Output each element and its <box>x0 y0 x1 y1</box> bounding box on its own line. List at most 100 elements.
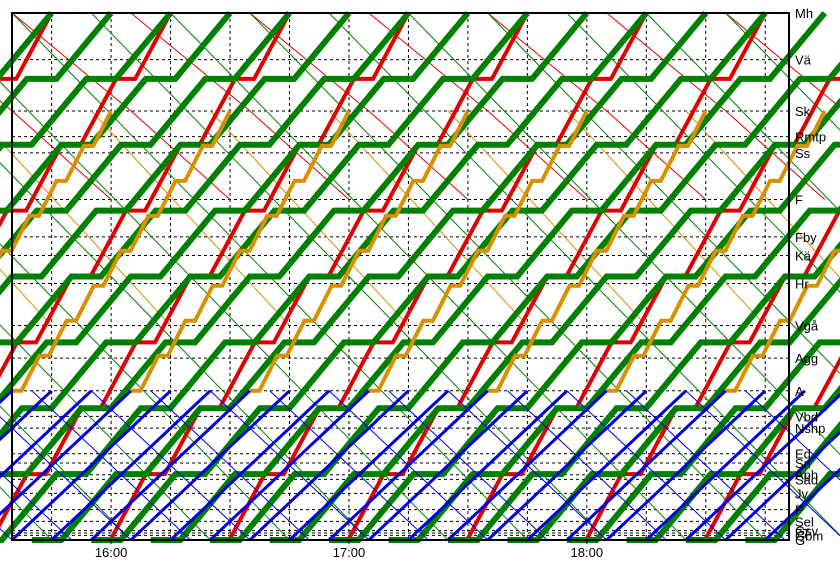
train-path-green-thin <box>725 12 840 131</box>
train-path-blue <box>169 389 331 542</box>
train-path-blue <box>645 389 806 542</box>
train-path-orange <box>368 109 589 393</box>
train-path-red <box>685 355 840 542</box>
station-label: Rmtp <box>795 130 826 145</box>
grid-layer <box>12 12 789 541</box>
train-path-green <box>91 11 768 543</box>
train-path-red-thin <box>606 110 707 200</box>
frame-layer <box>11 12 790 541</box>
train-path-green <box>0 11 292 260</box>
train-path-blue-thin <box>31 390 191 541</box>
station-label: Gbm <box>795 528 823 543</box>
train-path-blue <box>50 389 212 542</box>
train-path-blue-thin <box>0 416 132 541</box>
station-label: Vbd <box>795 409 818 424</box>
train-path-blue <box>486 389 648 542</box>
train-path-green <box>507 277 840 543</box>
train-path-green <box>0 11 173 153</box>
station-label: G <box>795 533 805 548</box>
train-path-red <box>0 12 173 228</box>
train-path-blue <box>724 430 840 542</box>
train-path-green <box>388 205 840 543</box>
station-label: F <box>795 193 803 208</box>
train-path-blue <box>367 389 529 542</box>
train-path-red-thin <box>249 110 350 200</box>
train-path-green-thin <box>566 12 840 293</box>
train-path-red-thin <box>368 110 469 200</box>
train-path-blue-thin <box>269 390 429 541</box>
train-path-blue-thin <box>745 390 840 481</box>
station-label: Kä <box>795 249 812 264</box>
train-path-blue <box>407 389 569 542</box>
train-path-green <box>31 11 709 543</box>
train-path-blue <box>248 389 410 542</box>
train-path-blue <box>605 389 767 542</box>
train-path-blue <box>129 389 291 542</box>
station-label: 77 <box>795 526 809 541</box>
station-label: Säd <box>795 472 818 487</box>
train-path-orange <box>249 109 470 393</box>
station-label: Vä <box>795 53 812 68</box>
train-path-green <box>0 11 649 543</box>
station-label: Mh <box>795 6 813 21</box>
train-path-blue-thin <box>150 390 310 541</box>
station-label: Fby <box>795 230 817 245</box>
train-path-red-thin <box>487 110 588 200</box>
train-path-blue-thin <box>507 390 667 541</box>
train-path-red-thin <box>130 110 231 200</box>
train-path-green <box>448 241 840 543</box>
labels-layer: MhVäSkRmtpSsFFbyKäHrVgåAggAVbdNshpEdSnAp… <box>95 6 826 560</box>
train-path-orange <box>12 109 232 393</box>
station-label: Hr <box>795 276 809 291</box>
time-label: 16:00 <box>95 545 128 560</box>
station-label: Sk <box>795 104 811 119</box>
train-paths-layer <box>0 11 840 543</box>
train-path-green <box>269 97 840 543</box>
train-path-orange <box>130 109 351 393</box>
station-label: Jv <box>795 486 809 501</box>
station-label: Aph <box>795 468 818 483</box>
train-path-green <box>0 11 471 404</box>
train-path-orange <box>725 248 840 393</box>
train-path-blue-thin <box>447 390 607 541</box>
train-path-blue-thin <box>328 390 489 541</box>
train-path-blue-thin <box>388 390 548 541</box>
station-label: Sn <box>795 456 811 471</box>
station-label: Gsv <box>795 524 819 539</box>
train-path-blue-thin <box>0 472 72 541</box>
train-path-orange <box>0 109 113 260</box>
time-label: 18:00 <box>571 545 604 560</box>
station-label: Vgå <box>795 318 819 333</box>
station-label: Nshp <box>795 421 825 436</box>
train-path-green <box>0 11 530 440</box>
train-path-green <box>0 11 590 478</box>
train-path-green <box>567 339 840 543</box>
train-path-red-thin <box>11 110 112 200</box>
train-path-blue-thin <box>626 390 786 541</box>
train-path-blue <box>10 389 172 542</box>
train-path-blue <box>764 467 840 542</box>
station-label: Agg <box>795 351 818 366</box>
train-path-blue <box>526 389 687 542</box>
time-label: 17:00 <box>333 545 366 560</box>
train-path-green <box>210 61 840 543</box>
train-path-green <box>626 384 840 543</box>
train-path-blue <box>0 389 53 442</box>
train-path-green <box>0 11 233 214</box>
train-path-green <box>0 11 411 346</box>
station-label: Ed <box>795 447 811 462</box>
train-path-green-thin <box>645 12 840 212</box>
plot-frame <box>11 12 790 541</box>
train-path-blue-thin <box>209 390 370 541</box>
station-label: P <box>795 503 804 518</box>
train-path-green <box>150 11 828 543</box>
train-path-green-thin <box>0 324 211 541</box>
train-path-blue-thin <box>566 390 726 541</box>
station-label: Ss <box>795 146 811 161</box>
train-path-green <box>329 141 840 543</box>
train-path-blue <box>288 389 450 542</box>
train-path-red-thin <box>725 110 826 200</box>
train-path-orange <box>606 109 827 393</box>
